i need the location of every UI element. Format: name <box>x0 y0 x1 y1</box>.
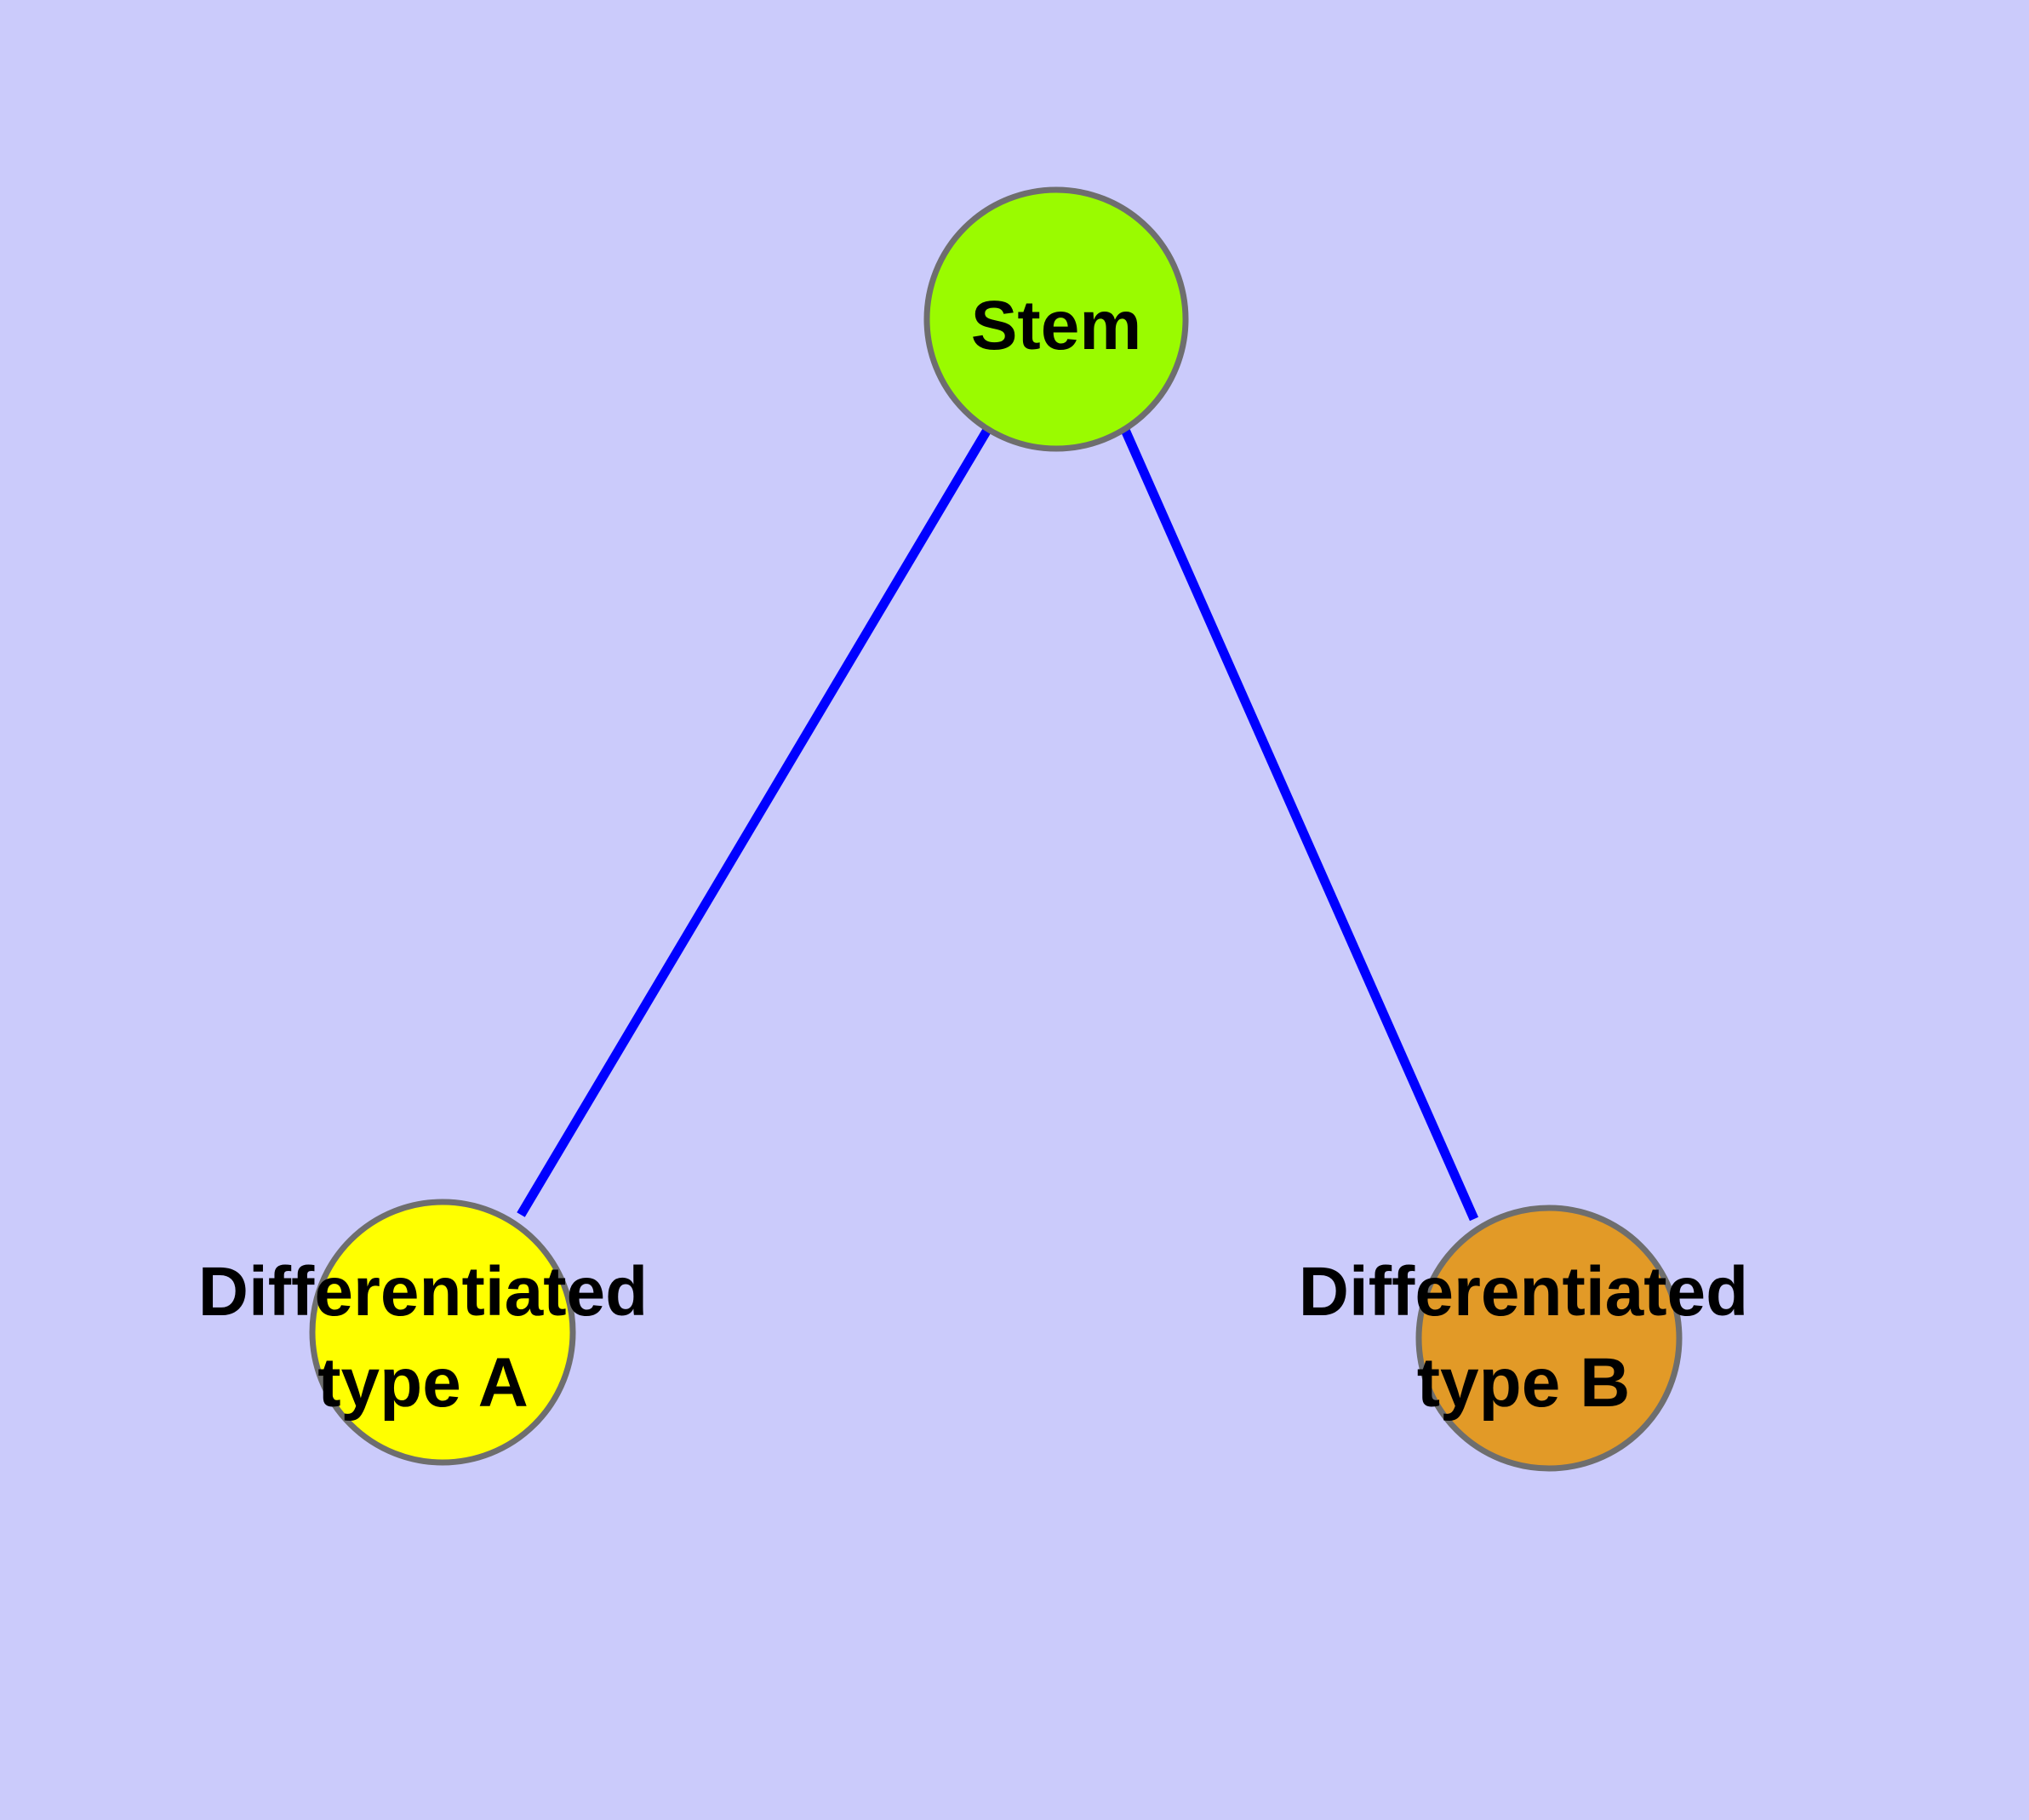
node-differentiated-type-a-label-line-2: type A <box>317 1344 529 1422</box>
edge-stem-to-type-b[interactable] <box>1120 427 1479 1222</box>
node-differentiated-type-a-label-line-1: Differentiated <box>198 1253 649 1331</box>
node-layer <box>309 186 1683 1472</box>
node-differentiated-type-b-label-line-1: Differentiated <box>1299 1253 1749 1331</box>
label-layer: Stem Differentiated type A Differentiate… <box>198 287 1749 1422</box>
node-stem-label-line-1: Stem <box>971 287 1142 364</box>
node-stem[interactable] <box>923 186 1189 452</box>
edge-layer <box>517 427 1479 1222</box>
node-differentiated-type-b-label-line-2: type B <box>1417 1344 1631 1422</box>
node-differentiated-type-a[interactable] <box>309 1199 576 1466</box>
edge-stem-to-type-a[interactable] <box>517 427 992 1217</box>
node-differentiated-type-b[interactable] <box>1415 1205 1683 1472</box>
